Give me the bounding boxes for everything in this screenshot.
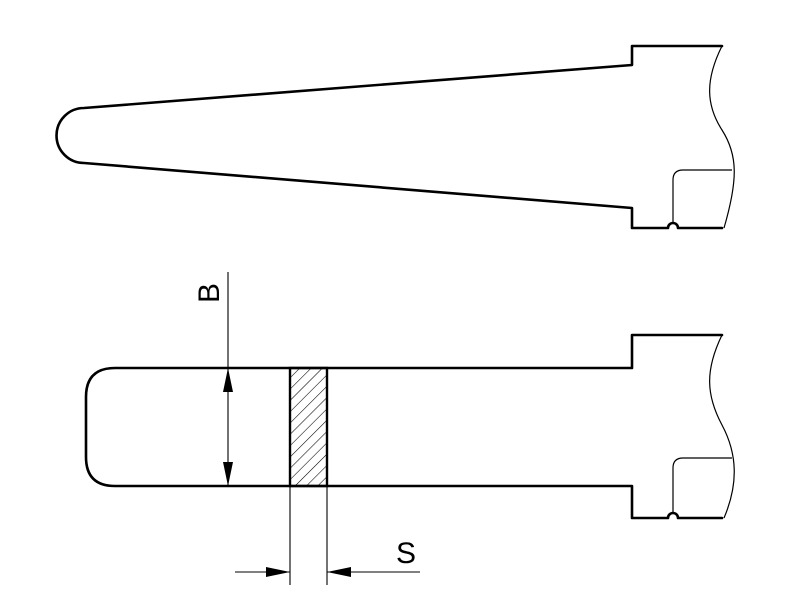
hatched-cross-section bbox=[288, 366, 329, 488]
dimension-s-label: S bbox=[396, 537, 416, 570]
top-view bbox=[55, 44, 735, 230]
dimension-s-arrow-left bbox=[266, 567, 290, 577]
dimension-b: B bbox=[193, 272, 233, 486]
top-view-inner-recess bbox=[672, 169, 732, 224]
dimension-b-label: B bbox=[193, 283, 226, 303]
dimension-s-arrow-right bbox=[327, 567, 351, 577]
top-view-jaw-outline bbox=[55, 44, 724, 230]
bottom-view-break-line bbox=[709, 334, 735, 519]
dimension-s: S bbox=[235, 486, 420, 585]
dimension-b-arrow-bottom bbox=[223, 462, 233, 486]
dimension-b-arrow-top bbox=[223, 368, 233, 392]
bottom-view-inner-recess bbox=[672, 457, 732, 514]
bottom-view bbox=[84, 333, 735, 520]
bottom-view-jaw-outline bbox=[84, 333, 724, 520]
top-view-break-line bbox=[709, 45, 735, 229]
